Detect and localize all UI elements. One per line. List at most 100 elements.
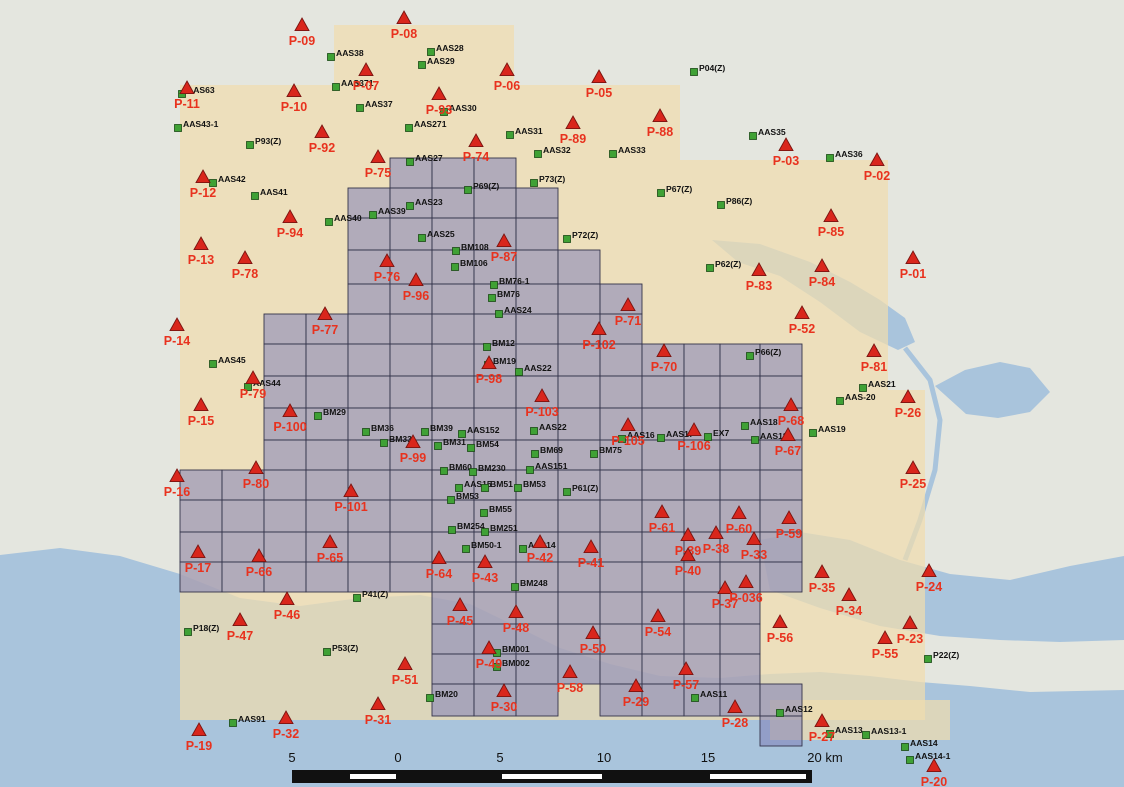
station-marker[interactable]: AAS39: [369, 206, 406, 219]
point-marker[interactable]: P-98: [476, 355, 502, 386]
point-marker[interactable]: P-103: [525, 388, 559, 419]
station-marker[interactable]: BM248: [511, 578, 548, 591]
station-marker[interactable]: AAS22: [515, 363, 552, 376]
point-marker[interactable]: P-42: [527, 534, 553, 565]
point-marker[interactable]: P-78: [232, 250, 258, 281]
point-marker[interactable]: P-106: [677, 422, 711, 453]
station-marker[interactable]: BM53: [447, 491, 480, 504]
station-marker[interactable]: AAS38: [327, 48, 364, 61]
point-marker[interactable]: P-27: [809, 713, 835, 744]
point-marker[interactable]: P-55: [872, 630, 898, 661]
point-marker[interactable]: P-83: [746, 262, 772, 293]
point-marker[interactable]: P-89: [560, 115, 586, 146]
point-marker[interactable]: P-30: [491, 683, 517, 714]
station-marker[interactable]: BM108: [452, 242, 489, 255]
station-marker[interactable]: P41(Z): [353, 589, 389, 602]
point-marker[interactable]: P-08: [391, 10, 417, 41]
point-marker[interactable]: P-19: [186, 722, 212, 753]
point-marker[interactable]: P-29: [623, 678, 649, 709]
point-marker[interactable]: P-88: [647, 108, 673, 139]
point-marker[interactable]: P-68: [778, 397, 804, 428]
station-marker[interactable]: P04(Z): [690, 63, 726, 76]
point-marker[interactable]: P-84: [809, 258, 835, 289]
station-marker[interactable]: P62(Z): [706, 259, 742, 272]
station-marker[interactable]: BM29: [314, 407, 347, 420]
station-marker[interactable]: AAS29: [418, 56, 455, 69]
station-marker[interactable]: BM36: [362, 423, 395, 436]
point-marker[interactable]: P-40: [675, 547, 701, 578]
point-marker[interactable]: P-25: [900, 460, 926, 491]
point-marker[interactable]: P-23: [897, 615, 923, 646]
station-marker[interactable]: AAS271: [405, 119, 447, 132]
point-marker[interactable]: P-33: [741, 531, 767, 562]
station-marker[interactable]: AAS11: [691, 689, 728, 702]
point-marker[interactable]: P-41: [578, 539, 604, 570]
point-marker[interactable]: P-37: [712, 580, 738, 611]
station-marker[interactable]: BM76-1: [490, 276, 530, 289]
point-marker[interactable]: P-06: [494, 62, 520, 93]
point-marker[interactable]: P-79: [240, 370, 266, 401]
point-marker[interactable]: P-85: [818, 208, 844, 239]
point-marker[interactable]: P-59: [776, 510, 802, 541]
point-marker[interactable]: P-35: [809, 564, 835, 595]
station-marker[interactable]: AAS33: [609, 145, 646, 158]
station-marker[interactable]: AAS35: [749, 127, 786, 140]
station-marker[interactable]: AAS23: [406, 197, 443, 210]
station-marker[interactable]: AAS31: [506, 126, 543, 139]
point-marker[interactable]: P-34: [836, 587, 862, 618]
station-marker[interactable]: AAS14: [901, 738, 938, 751]
point-marker[interactable]: P-57: [673, 661, 699, 692]
point-marker[interactable]: P-38: [703, 525, 729, 556]
point-marker[interactable]: P-01: [900, 250, 926, 281]
point-marker[interactable]: P-56: [767, 614, 793, 645]
station-marker[interactable]: AAS24: [495, 305, 532, 318]
point-marker[interactable]: P-51: [392, 656, 418, 687]
point-marker[interactable]: P-14: [164, 317, 190, 348]
point-marker[interactable]: P-07: [353, 62, 379, 93]
station-marker[interactable]: AAS27: [406, 153, 443, 166]
station-marker[interactable]: AAS12: [776, 704, 813, 717]
station-marker[interactable]: AAS91: [229, 714, 266, 727]
point-marker[interactable]: P-100: [273, 403, 307, 434]
point-marker[interactable]: P-87: [491, 233, 517, 264]
station-marker[interactable]: BM60: [440, 462, 473, 475]
station-marker[interactable]: P69(Z): [464, 181, 500, 194]
point-marker[interactable]: P-67: [775, 427, 801, 458]
point-marker[interactable]: P-28: [722, 699, 748, 730]
point-marker[interactable]: P-45: [447, 597, 473, 628]
station-marker[interactable]: AAS21: [859, 379, 896, 392]
station-marker[interactable]: AAS152: [458, 425, 500, 438]
station-marker[interactable]: AAS15: [455, 479, 492, 492]
point-marker[interactable]: P-70: [651, 343, 677, 374]
station-marker[interactable]: AAS18: [741, 417, 778, 430]
station-marker[interactable]: P53(Z): [323, 643, 359, 656]
point-marker[interactable]: P-24: [916, 563, 942, 594]
station-marker[interactable]: BM20: [426, 689, 459, 702]
station-marker[interactable]: AAS32: [534, 145, 571, 158]
station-marker[interactable]: AAS151: [526, 461, 568, 474]
point-marker[interactable]: P-26: [895, 389, 921, 420]
point-marker[interactable]: P-99: [400, 434, 426, 465]
station-marker[interactable]: P72(Z): [563, 230, 599, 243]
station-marker[interactable]: P86(Z): [717, 196, 753, 209]
station-marker[interactable]: BM39: [421, 423, 454, 436]
point-marker[interactable]: P-77: [312, 306, 338, 337]
point-marker[interactable]: P-17: [185, 544, 211, 575]
station-marker[interactable]: AAS41: [251, 187, 288, 200]
station-marker[interactable]: P73(Z): [530, 174, 566, 187]
point-marker[interactable]: P-05: [586, 69, 612, 100]
point-marker[interactable]: P-09: [289, 17, 315, 48]
point-marker[interactable]: P-93: [426, 86, 452, 117]
point-marker[interactable]: P-105: [611, 417, 645, 448]
station-marker[interactable]: BM251: [481, 523, 518, 536]
point-marker[interactable]: P-66: [246, 548, 272, 579]
station-marker[interactable]: BM31: [434, 437, 467, 450]
station-marker[interactable]: AAS28: [427, 43, 464, 56]
station-marker[interactable]: BM76: [488, 289, 521, 302]
station-marker[interactable]: BM33: [380, 434, 413, 447]
station-marker[interactable]: AAS37: [356, 99, 393, 112]
point-marker[interactable]: P-92: [309, 124, 335, 155]
point-marker[interactable]: P-64: [426, 550, 452, 581]
station-marker[interactable]: AAS-20: [836, 392, 876, 405]
station-marker[interactable]: BM54: [467, 439, 500, 452]
